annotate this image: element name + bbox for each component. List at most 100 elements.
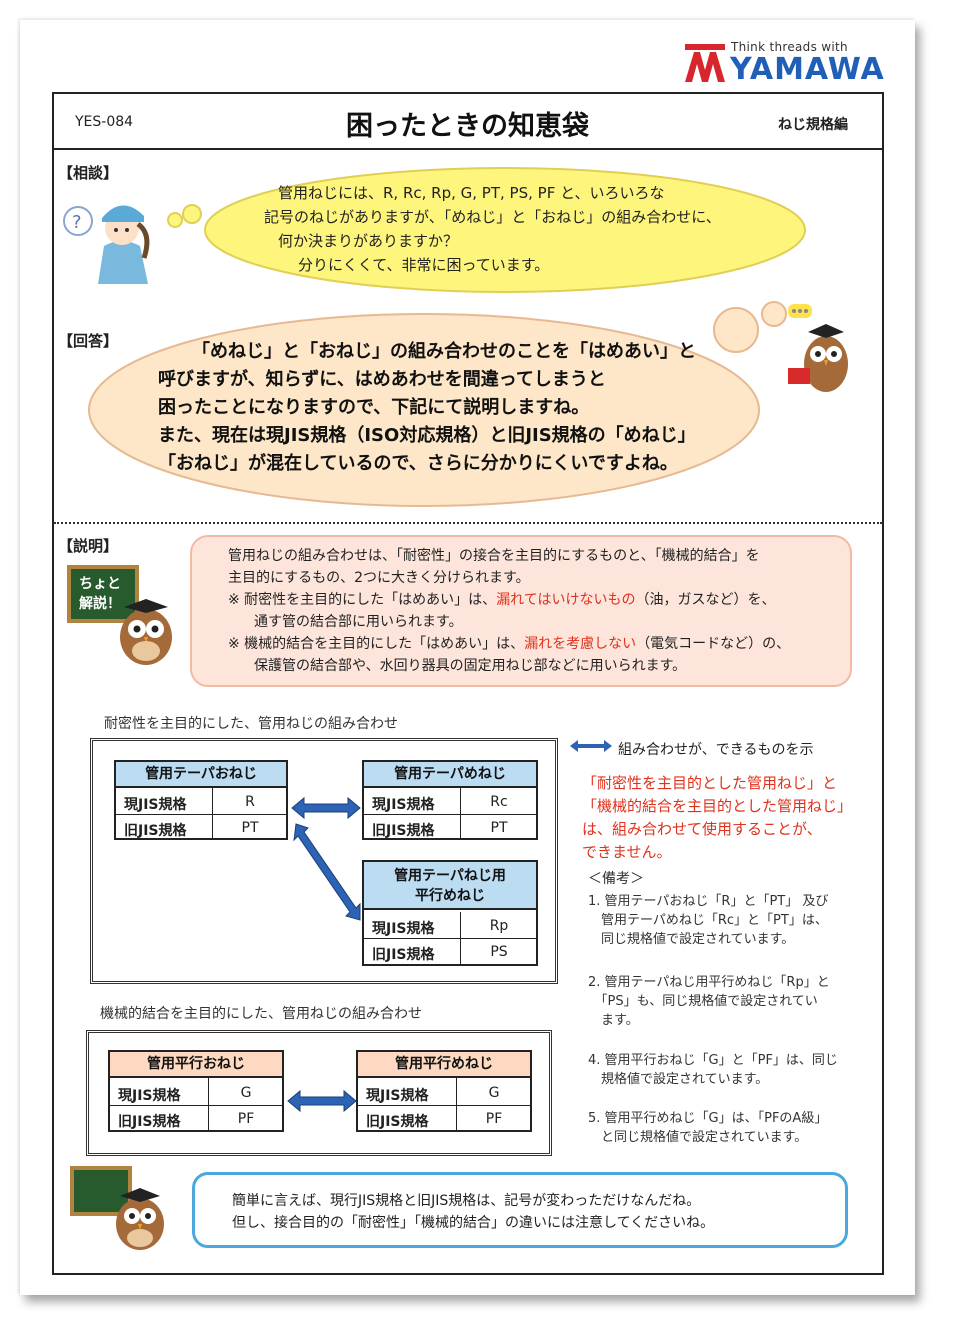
remark-line: ます。 [588,1013,639,1028]
owl-summary-icon [116,1188,164,1250]
answer-line: 「おねじ」が混在しているので、さらに分かりにくいですよね。 [158,453,678,474]
remark-line: 同じ規格値で設定されています。 [588,932,795,947]
explain-line: 主目的にするもの、2つに大きく分けられます。 [228,570,530,586]
table-cell: PF [237,1111,255,1127]
warning-note: 「耐密性を主目的とした管用ねじ」と 「機械的結合を主目的とした管用ねじ」 は、組… [582,772,852,864]
answer-label: 【回答】 [58,332,119,350]
brand-name: YAMAWA [730,52,885,87]
note-highlight: 漏れてはいけないもの [496,592,636,608]
remark-line: と同じ規格値で設定されています。 [588,1130,808,1145]
table-cell: Rc [490,794,508,810]
remark-item: 5. 管用平行めねじ「G」は、「PFのA級」 と同じ規格値で設定されています。 [588,1109,827,1147]
note-suffix: （油，ガスなど）を、 [635,592,776,608]
explain-note-cont: 保護管の結合部や、水回り器具の固定用ねじ部などに用いられます。 [254,658,687,674]
brand-tagline: Think threads with [731,40,848,54]
chalkboard-line: 解説！ [79,596,121,612]
content-frame [52,92,884,1275]
table-header: 管用テーパねじ用 平行めねじ [364,862,536,910]
explain-chalkboard: ちょと 解説！ [67,565,139,623]
legend-arrow-icon [570,740,612,752]
consult-line: 分りにくくて、非常に困っています。 [298,256,550,274]
table-header-line: 管用テーパねじ用 [394,868,506,884]
table-cell: 現JIS規格 [124,797,187,813]
table-cell: 旧JIS規格 [372,947,435,963]
sealing-caption: 耐密性を主目的にした、管用ねじの組み合わせ [104,716,398,732]
svg-text:?: ? [72,212,82,233]
answer-line: また、現在は現JIS規格（ISO対応規格）と旧JIS規格の「めねじ」 [158,425,696,446]
table-cell: 現JIS規格 [366,1088,429,1104]
note-suffix: （電気コードなど）の、 [636,636,791,652]
page-title: 困ったときの知恵袋 [346,111,589,142]
table-cell: Rp [489,918,509,934]
remark-line: 規格値で設定されています。 [588,1072,769,1087]
answer-text: 「めねじ」と「おねじ」の組み合わせのことを「はめあい」と 呼びますが、知らずに、… [158,338,696,478]
yamawa-logo-icon [685,44,725,82]
remark-item: 4. 管用平行おねじ「G」と「PF」は、同じ 規格値で設定されています。 [588,1051,838,1089]
note-prefix: ※ 耐密性を主目的にした「はめあい」は、 [228,592,497,608]
table-cell: 旧JIS規格 [372,823,435,839]
consult-speech-cloud [167,167,806,293]
mechanical-caption: 機械的結合を主目的にした、管用ねじの組み合わせ [100,1006,422,1022]
table-cell: PS [490,944,508,960]
table-cell: 旧JIS規格 [366,1114,429,1130]
explain-label: 【説明】 [58,537,119,555]
warning-line: 「機械的結合を主目的とした管用ねじ」 [582,797,853,815]
table-cell: PT [241,820,259,836]
answer-line: 困ったことになりますので、下記にて説明しますね。 [158,397,590,418]
summary-line: 簡単に言えば、現行JIS規格と旧JIS規格は、記号が変わっただけなんだね。 [232,1193,701,1209]
answer-line: 呼びますが、知らずに、はめあわせを間違ってしまうと [158,369,606,390]
table-cell: G [240,1085,252,1101]
explain-note: ※ 機械的結合を主目的にした「はめあい」は、漏れを考慮しない（電気コードなど）の… [228,633,790,655]
remark-item: 2. 管用テーパねじ用平行めねじ「Rp」と 「PS」も、同じ規格値で設定されてい… [588,973,830,1030]
mechanical-combination-arrow [287,1089,357,1113]
document-number: YES-084 [75,114,134,130]
table-header: 管用テーパめねじ [364,762,536,788]
mechanical-diagram-frame [86,1030,552,1156]
worker-character-icon: ? [63,205,150,284]
answer-line: 「めねじ」と「おねじ」の組み合わせのことを「はめあい」と [192,341,696,362]
table-cell: G [488,1085,500,1101]
summary-text: 簡単に言えば、現行JIS規格と旧JIS規格は、記号が変わっただけなんだね。 但し… [232,1190,714,1234]
explain-note: ※ 耐密性を主目的にした「はめあい」は、漏れてはいけないもの（油，ガスなど）を、 [228,589,790,611]
chalkboard-line: ちょと [79,576,121,592]
table-cell: R [245,794,255,810]
table-cell: 旧JIS規格 [118,1114,181,1130]
warning-line: できません。 [582,843,672,861]
warning-line: は、組み合わせて使用することが、 [582,820,822,838]
sealing-diagram-frame [90,738,558,984]
explain-box [190,535,852,687]
remark-line: 4. 管用平行おねじ「G」と「PF」は、同じ [588,1053,838,1068]
table-cell: 現JIS規格 [118,1088,181,1104]
summary-box [192,1172,848,1248]
table-cell: 現JIS規格 [372,921,435,937]
remarks-heading: ＜備考＞ [588,871,644,887]
table-cell: PT [490,820,508,836]
owl-pointer-icon [120,599,172,665]
table-header: 管用テーパおねじ [116,762,286,788]
remark-line: 2. 管用テーパねじ用平行めねじ「Rp」と [588,975,830,990]
consult-line: 管用ねじには、R, Rc, Rp, G, PT, PS, PF と、いろいろな [278,184,665,202]
owl-teacher-icon [788,304,848,392]
table-header-line: 平行めねじ [415,888,485,904]
warning-line: 「耐密性を主目的とした管用ねじ」と [582,774,838,792]
section-divider [54,522,882,524]
taper-female-table: 管用テーパめねじ 現JIS規格 Rc 旧JIS規格 PT [362,760,538,840]
remark-line: 5. 管用平行めねじ「G」は、「PFのA級」 [588,1111,828,1126]
category-label: ねじ規格編 [778,117,848,133]
consult-text: 管用ねじには、R, Rc, Rp, G, PT, PS, PF と、いろいろな … [264,181,721,277]
header-divider [54,148,882,150]
combination-arrows [291,796,361,921]
table-cell: 現JIS規格 [372,797,435,813]
note-prefix: ※ 機械的結合を主目的にした「はめあい」は、 [228,636,525,652]
remark-line: 管用テーパめねじ「Rc」と「PT」は、 [588,913,828,928]
explain-line: 管用ねじの組み合わせは、「耐密性」の接合を主目的にするものと、「機械的結合」を [228,548,760,564]
consult-line: 記号のねじがありますが、「めねじ」と「おねじ」の組み合わせに、 [264,208,721,226]
summary-line: 但し、接合目的の「耐密性」「機械的結合」の違いには注意してくださいね。 [232,1215,715,1231]
remark-line: 1. 管用テーパおねじ「R」と「PT」 及び [588,894,829,909]
consult-label: 【相談】 [58,164,119,182]
remark-line: 「PS」も、同じ規格値で設定されてい [588,994,818,1009]
legend-text: 組み合わせが、できるものを示 [618,742,814,758]
table-cell: PF [485,1111,503,1127]
